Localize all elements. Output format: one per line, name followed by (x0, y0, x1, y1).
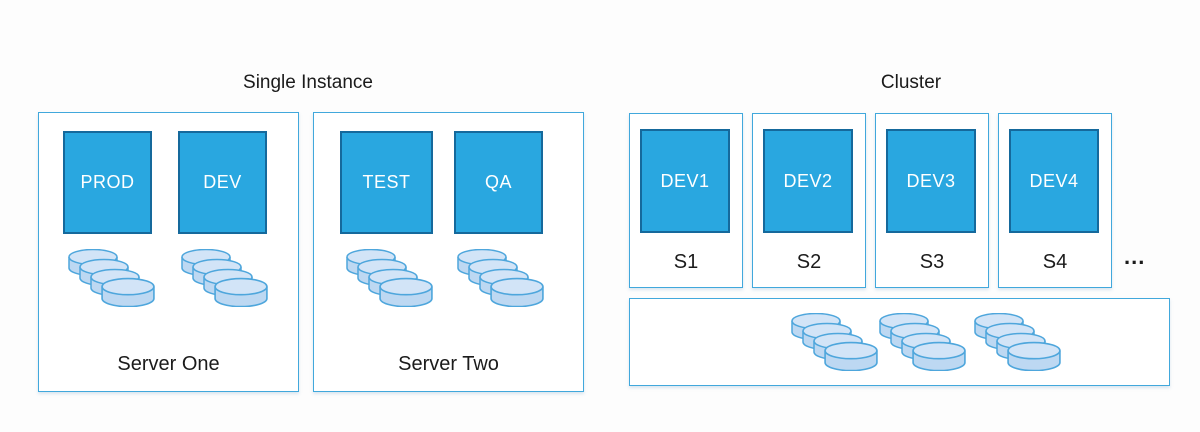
node-label-s2: S2 (796, 251, 822, 273)
instance-box-test: TEST (340, 131, 433, 234)
node-instance-dev3: DEV3 (886, 129, 976, 233)
instance-label-test: TEST (362, 172, 411, 192)
database-stack-icon (68, 249, 156, 307)
more-nodes-ellipsis: ... (1124, 244, 1146, 269)
node-label-s3: S3 (919, 251, 945, 273)
instance-label-prod: PROD (80, 172, 135, 192)
database-stack-icon (791, 313, 879, 371)
node-label-s4: S4 (1042, 251, 1068, 273)
single-instance-title: Single Instance (243, 72, 373, 93)
shared-storage-box (629, 298, 1170, 386)
cluster-node-s2: DEV2 S2 (752, 113, 866, 288)
instance-label-qa: QA (484, 172, 512, 192)
server-two-label: Server Two (398, 353, 499, 375)
instance-box-prod: PROD (63, 131, 152, 234)
database-stack-icon (181, 249, 269, 307)
server-one-label: Server One (117, 353, 220, 375)
server-box-two: TEST QA Server Two (313, 112, 584, 392)
database-stack-icon (879, 313, 967, 371)
database-stack-icon (346, 249, 434, 307)
cluster-title: Cluster (880, 72, 942, 93)
node-instance-dev1: DEV1 (640, 129, 730, 233)
instance-box-qa: QA (454, 131, 543, 234)
cluster-node-s3: DEV3 S3 (875, 113, 989, 288)
node-instance-dev2: DEV2 (763, 129, 853, 233)
server-box-one: PROD DEV Server One (38, 112, 299, 392)
instance-label-dev: DEV (203, 172, 242, 192)
database-stack-icon (457, 249, 545, 307)
database-stack-icon (974, 313, 1062, 371)
node-instance-dev4: DEV4 (1009, 129, 1099, 233)
node-label-s1: S1 (673, 251, 699, 273)
instance-box-dev: DEV (178, 131, 267, 234)
cluster-node-s1: DEV1 S1 (629, 113, 743, 288)
cluster-node-s4: DEV4 S4 (998, 113, 1112, 288)
